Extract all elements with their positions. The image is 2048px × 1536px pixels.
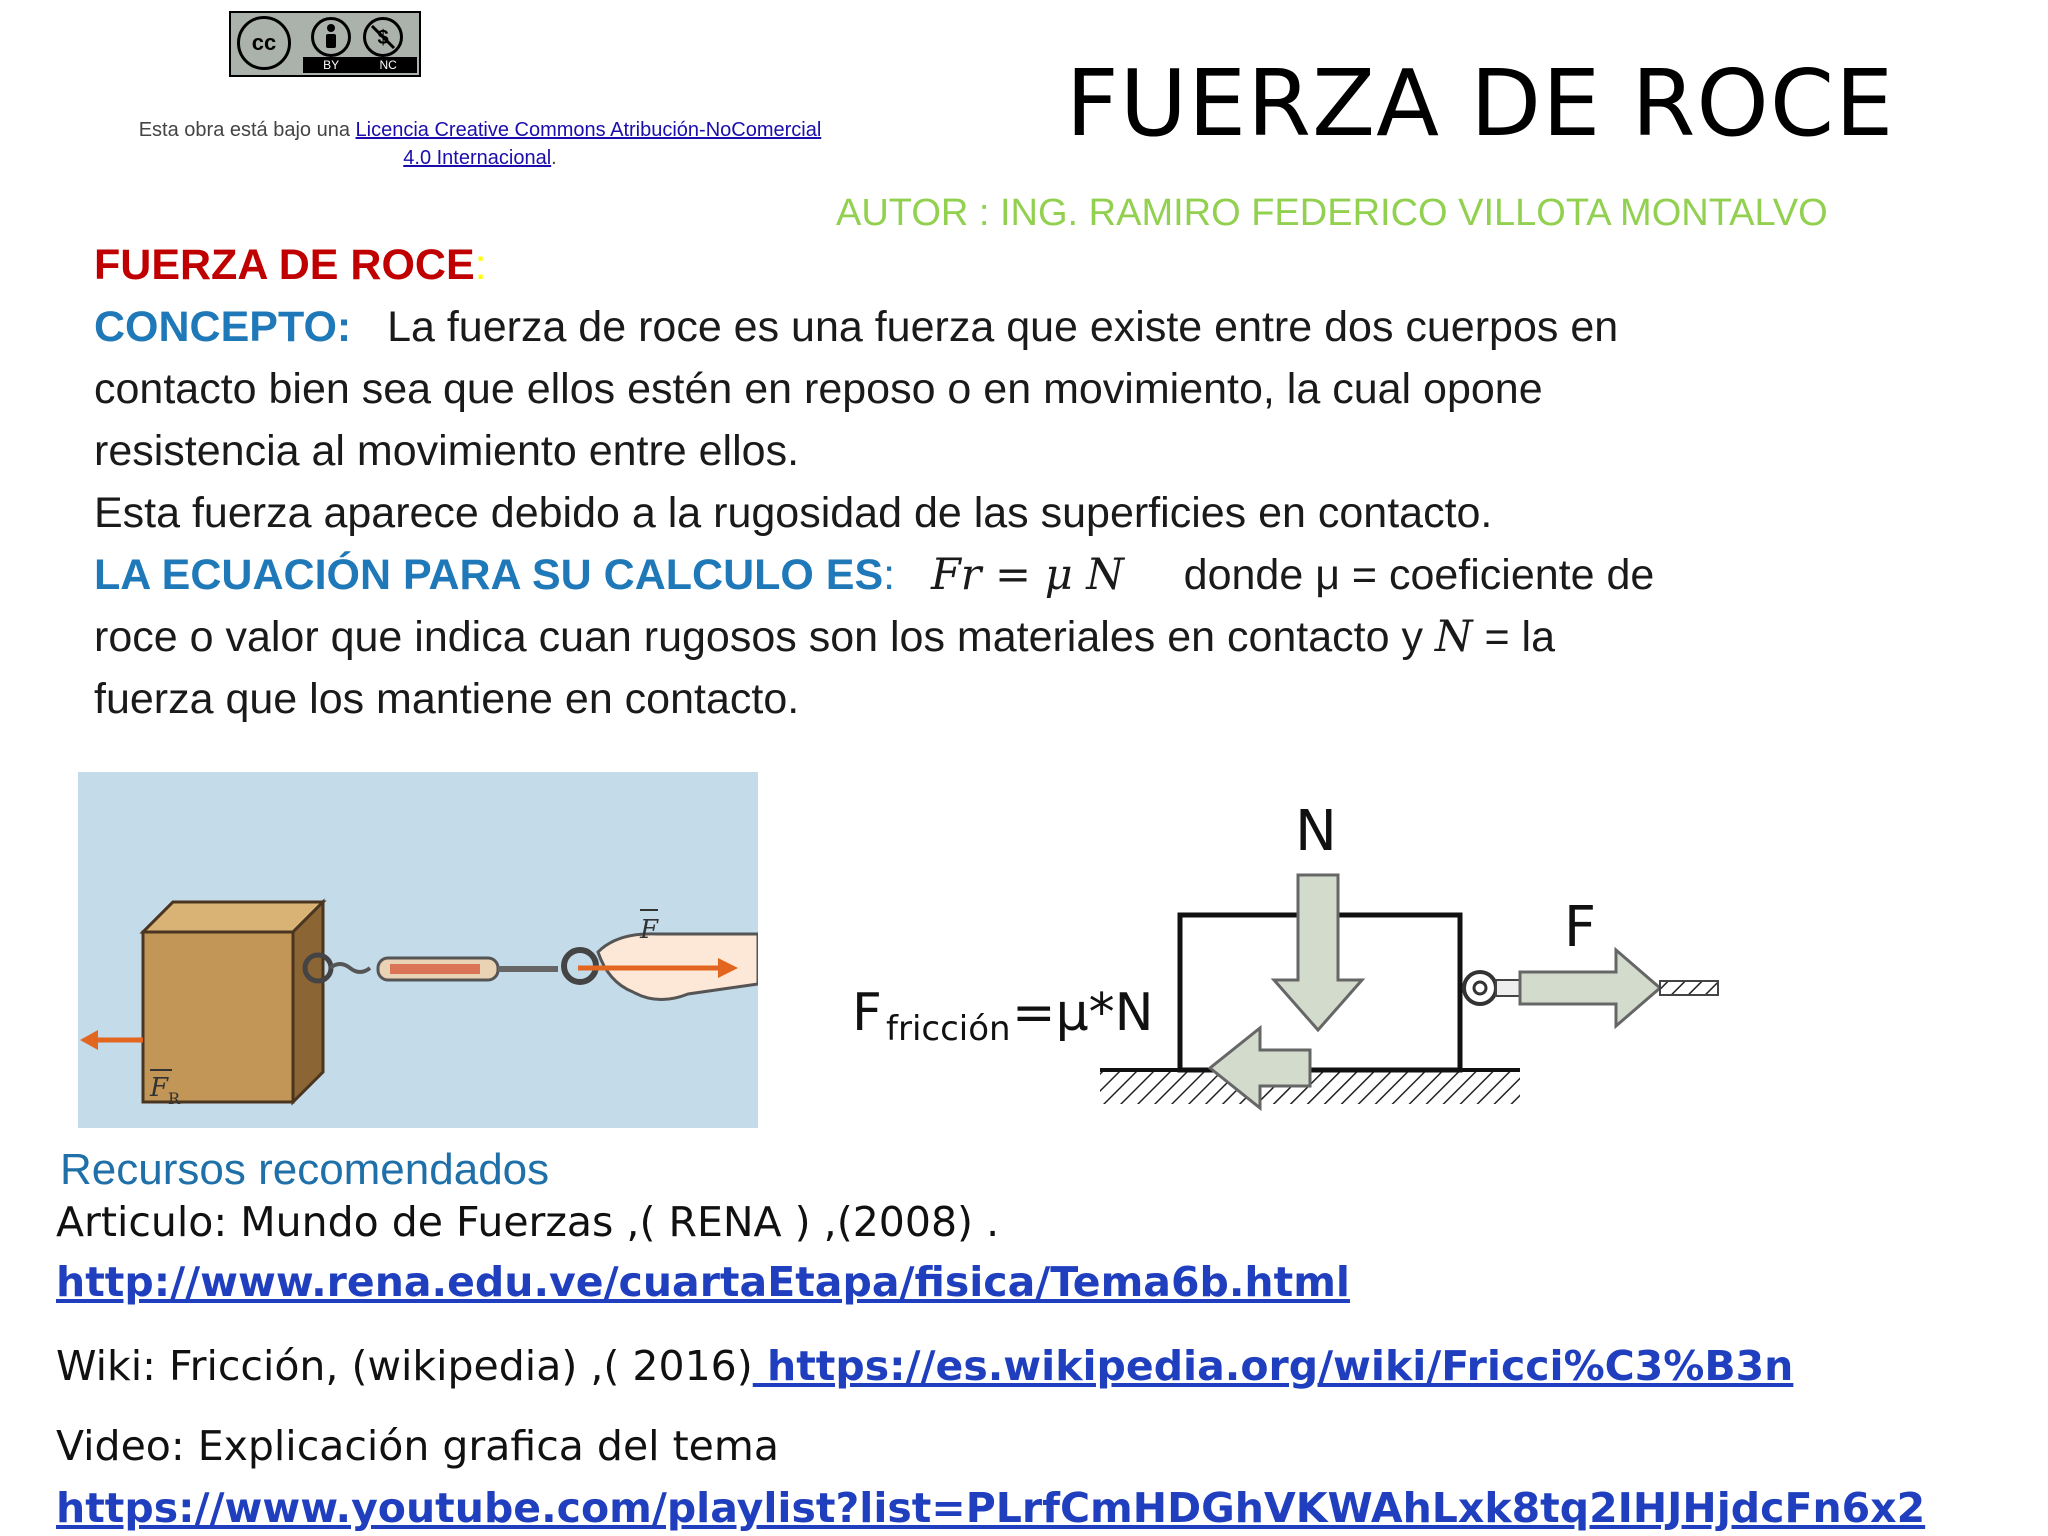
license-link-2[interactable]: 4.0 Internacional bbox=[403, 147, 552, 169]
photo-force-label: F bbox=[639, 915, 659, 945]
friction-photo-illustration: F F R bbox=[78, 772, 758, 1128]
license-text-line2: 4.0 Internacional. bbox=[40, 147, 920, 170]
author-line: AUTOR : ING. RAMIRO FEDERICO VILLOTA MON… bbox=[836, 192, 1828, 234]
normal-force-arrow bbox=[1270, 873, 1366, 1033]
license-prefix: Esta obra está bajo una bbox=[138, 119, 356, 141]
applied-force-arrow bbox=[1518, 946, 1663, 1030]
friction-formula-rest: =μ*N bbox=[1012, 983, 1154, 1043]
resource-2-citation: Wiki: Fricción, (wikipedia) ,( 2016) bbox=[56, 1342, 753, 1390]
resources-title: Recursos recomendados bbox=[60, 1145, 550, 1194]
noncommercial-icon: $ bbox=[363, 17, 403, 57]
resource-2-link[interactable]: https://es.wikipedia.org/wiki/Fricci%C3%… bbox=[752, 1342, 1794, 1390]
heading-colon: : bbox=[474, 241, 487, 289]
friction-formula-f: F bbox=[852, 983, 882, 1043]
concept-label: CONCEPTO: bbox=[94, 303, 352, 351]
friction-force-arrow bbox=[1207, 1024, 1312, 1112]
resource-1-citation: Articulo: Mundo de Fuerzas ,( RENA ) ,(2… bbox=[56, 1198, 1000, 1246]
rugosity-line: Esta fuerza aparece debido a la rugosida… bbox=[94, 489, 1493, 537]
concept-text-1: La fuerza de roce es una fuerza que exis… bbox=[387, 303, 1619, 351]
resource-3-link[interactable]: https://www.youtube.com/playlist?list=PL… bbox=[56, 1484, 1926, 1532]
friction-formula-sub: fricción bbox=[886, 1009, 1011, 1049]
section-heading: FUERZA DE ROCE: bbox=[94, 234, 1994, 296]
contact-line: fuerza que los mantiene en contacto. bbox=[94, 675, 800, 723]
equation-colon: : bbox=[883, 551, 896, 599]
resource-3-citation: Video: Explicación grafica del tema bbox=[56, 1422, 779, 1470]
cc-logo-icon: cc bbox=[237, 16, 291, 70]
applied-force-label: F bbox=[1564, 895, 1596, 960]
license-link-1[interactable]: Licencia Creative Commons Atribución-NoC… bbox=[355, 119, 822, 141]
resource-3-link-row: https://www.youtube.com/playlist?list=PL… bbox=[56, 1484, 1925, 1532]
photo-friction-label: F bbox=[149, 1073, 169, 1103]
resource-1-link[interactable]: http://www.rena.edu.ve/cuartaEtapa/fisic… bbox=[56, 1258, 1350, 1306]
equation-line: LA ECUACIÓN PARA SU CALCULO ES: Fr = μ N… bbox=[94, 544, 1994, 606]
badge-by-label: BY bbox=[323, 58, 340, 72]
concept-line-2: contacto bien sea que ellos estén en rep… bbox=[94, 365, 1543, 413]
photo-friction-sub: R bbox=[168, 1089, 181, 1108]
equation-label: LA ECUACIÓN PARA SU CALCULO ES bbox=[94, 551, 884, 599]
roce-line: roce o valor que indica cuan rugosos son… bbox=[94, 606, 1994, 668]
roce-n-symbol: N bbox=[1434, 612, 1473, 662]
badge-nc-label: NC bbox=[379, 58, 397, 72]
resource-1-link-row: http://www.rena.edu.ve/cuartaEtapa/fisic… bbox=[56, 1258, 1350, 1306]
concept-line-1: CONCEPTO: La fuerza de roce es una fuerz… bbox=[94, 296, 1994, 358]
equation-explanation: donde μ = coeficiente de bbox=[1183, 551, 1655, 599]
friction-diagram: N F F fricción =μ*N bbox=[840, 790, 1720, 1120]
page-title: FUERZA DE ROCE bbox=[1065, 50, 1895, 157]
badge-labels: BY NC bbox=[303, 57, 417, 73]
concept-line-3: resistencia al movimiento entre ellos. bbox=[94, 427, 800, 475]
box-side bbox=[291, 898, 325, 1106]
resource-2-row: Wiki: Fricción, (wikipedia) ,( 2016) htt… bbox=[56, 1342, 1793, 1390]
license-suffix: . bbox=[551, 147, 557, 169]
equation-formula: Fr = μ N bbox=[930, 550, 1124, 600]
attribution-icon bbox=[311, 17, 351, 57]
cc-license-badge[interactable]: cc $ BY NC bbox=[229, 11, 421, 77]
roce-text-a: roce o valor que indica cuan rugosos son… bbox=[94, 613, 1435, 661]
roce-text-b: = la bbox=[1472, 613, 1556, 661]
heading-text: FUERZA DE ROCE bbox=[94, 241, 475, 289]
normal-force-label: N bbox=[1295, 799, 1337, 864]
license-text: Esta obra está bajo una Licencia Creativ… bbox=[40, 119, 920, 142]
